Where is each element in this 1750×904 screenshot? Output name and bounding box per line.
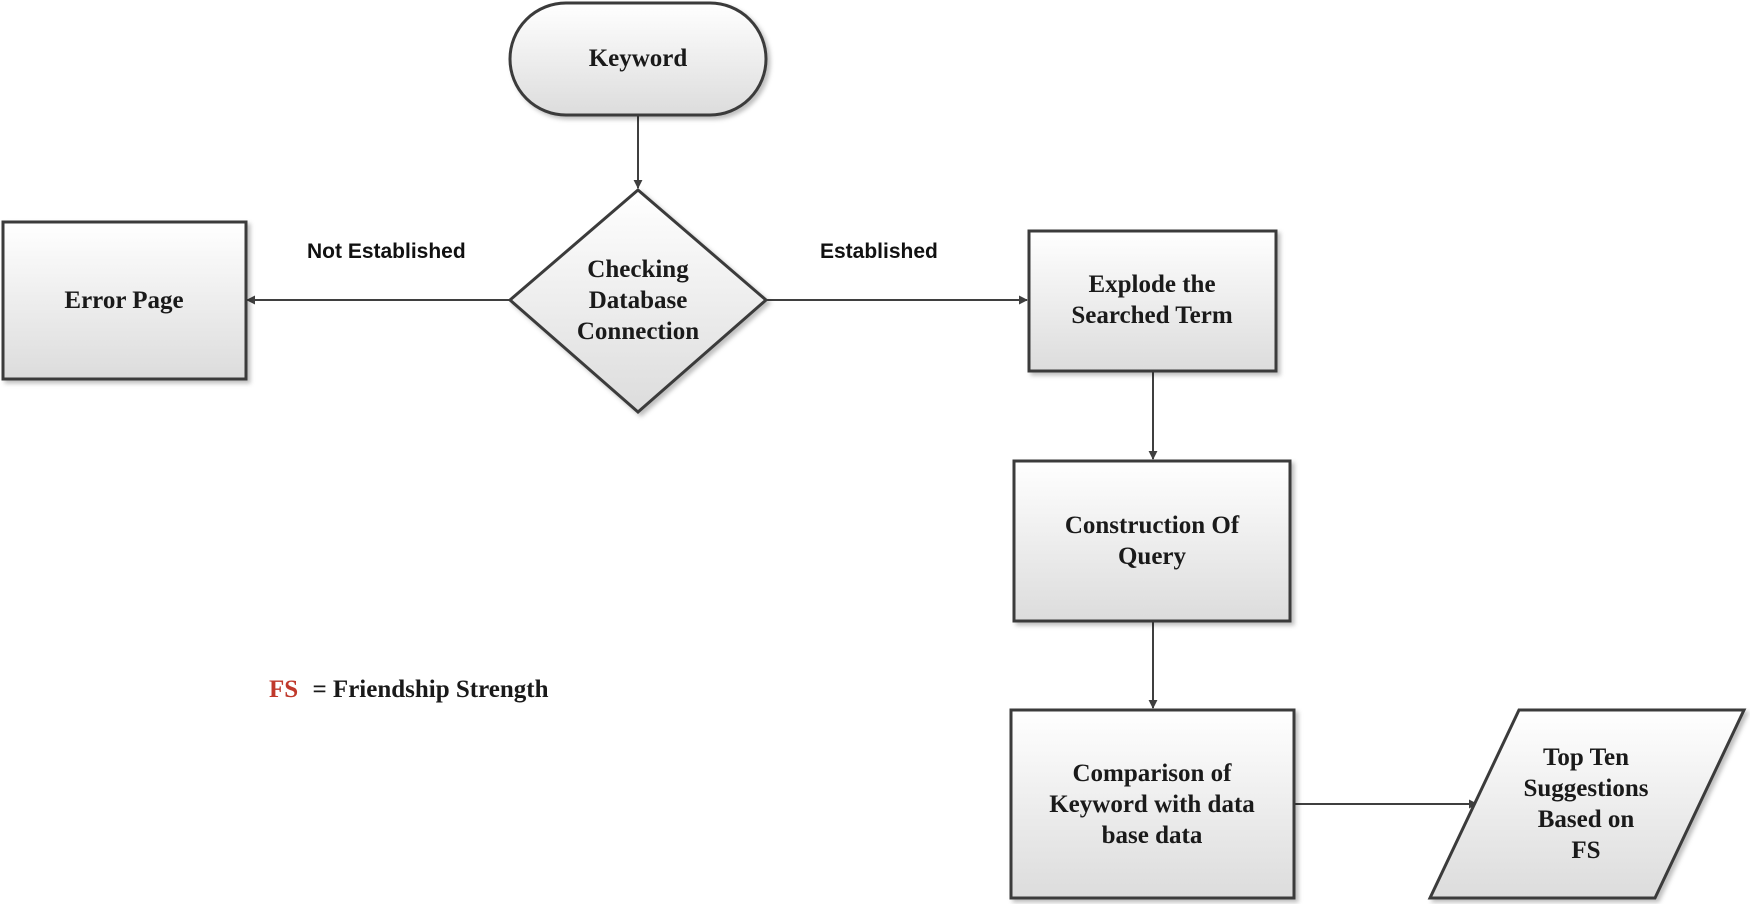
keyword-label: Keyword [589,45,688,72]
legend-definition: = Friendship Strength [312,676,548,703]
construction-node: Construction Of Query [1012,459,1292,623]
check-db-decision-shape [507,188,769,414]
construction-label-line-1: Construction Of [1065,512,1240,539]
explode-node: Explode the Searched Term [1027,229,1278,373]
comparison-label-line-3: base data [1102,822,1203,849]
keyword-node: Keyword [508,1,768,117]
comparison-box [1009,708,1296,900]
error-page-box [1,220,248,381]
top-ten-label-line-2: Suggestions [1523,775,1648,802]
edge-label-not-established: Not Established [307,240,466,263]
edge-label-established: Established [820,240,938,263]
legend-abbreviation: FS [269,676,298,703]
error-page-label: Error Page [64,287,183,314]
comparison-node: Comparison of Keyword with data base dat… [1009,708,1296,900]
explode-label-line-1: Explode the [1088,271,1215,298]
error-page-node: Error Page [1,220,248,381]
check-db-label-line-1: Checking [587,256,689,283]
comparison-label-line-1: Comparison of [1072,760,1232,787]
edges [246,116,1478,809]
top-ten-label-line-3: Based on [1538,806,1635,833]
construction-box [1012,459,1292,623]
top-ten-data-shape [1427,708,1747,900]
check-db-label-line-2: Database [589,287,688,314]
top-ten-label-line-4: FS [1571,837,1600,864]
check-db-node: Checking Database Connection [507,188,769,414]
top-ten-node: Top Ten Suggestions Based on FS [1427,708,1747,900]
keyword-terminal-shape [508,1,768,117]
explode-label-line-2: Searched Term [1071,302,1233,329]
comparison-label-line-2: Keyword with data [1049,791,1255,818]
legend: FS = Friendship Strength [269,676,549,703]
construction-label-line-2: Query [1118,543,1187,570]
top-ten-label-line-1: Top Ten [1543,744,1629,771]
check-db-label-line-3: Connection [577,318,699,345]
explode-box [1027,229,1278,373]
